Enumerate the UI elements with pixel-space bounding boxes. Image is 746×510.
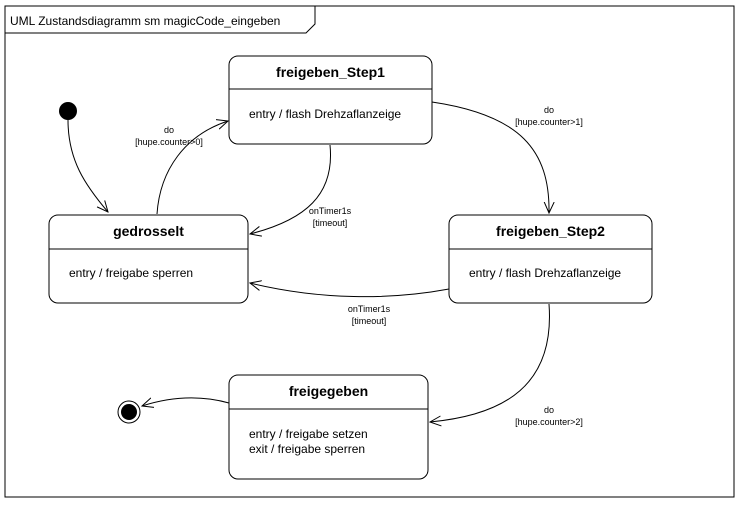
edge-label-guard: [hupe.counter>2] (515, 417, 583, 427)
edge-label-guard: [hupe.counter>0] (135, 137, 203, 147)
transition-step2-to-freigegeben: do [hupe.counter>2] (430, 303, 583, 427)
state-action: exit / freigabe sperren (249, 442, 365, 456)
final-state (117, 400, 141, 424)
state-freigeben-step1: freigeben_Step1 entry / flash Drehzaflan… (228, 55, 433, 145)
state-action: entry / flash Drehzaflanzeige (249, 107, 401, 121)
transition-step2-to-gedrosselt: onTimer1s [timeout] (250, 283, 450, 326)
state-name: freigeben_Step1 (276, 64, 385, 80)
state-name: freigegeben (289, 383, 368, 399)
transition-gedrosselt-to-step1: do [hupe.counter>0] (135, 121, 228, 215)
state-name: gedrosselt (113, 223, 184, 239)
state-gedrosselt: gedrosselt entry / freigabe sperren (48, 214, 249, 304)
edge-label-guard: [hupe.counter>1] (515, 117, 583, 127)
diagram-frame: UML Zustandsdiagramm sm magicCode_eingeb… (4, 5, 735, 498)
edge-label-event: onTimer1s (309, 206, 352, 216)
transition-step1-to-step2: do [hupe.counter>1] (431, 101, 583, 213)
initial-state (59, 102, 77, 120)
state-name: freigeben_Step2 (496, 223, 605, 239)
transition-step1-to-gedrosselt: onTimer1s [timeout] (250, 144, 352, 234)
edge-label-event: onTimer1s (348, 304, 391, 314)
edge-label-guard: [timeout] (352, 316, 387, 326)
edge-label-event: do (544, 105, 554, 115)
transition-initial-to-gedrosselt (67, 119, 108, 212)
edge-label-guard: [timeout] (313, 218, 348, 228)
frame-title: UML Zustandsdiagramm sm magicCode_eingeb… (10, 14, 280, 28)
edge-label-event: do (544, 405, 554, 415)
state-action: entry / freigabe setzen (249, 427, 368, 441)
state-action: entry / flash Drehzaflanzeige (469, 266, 621, 280)
state-freigeben-step2: freigeben_Step2 entry / flash Drehzaflan… (448, 214, 653, 304)
state-action: entry / freigabe sperren (69, 266, 193, 280)
edge-label-event: do (164, 125, 174, 135)
transition-freigegeben-to-final (142, 398, 230, 406)
state-freigegeben: freigegeben entry / freigabe setzen exit… (228, 374, 429, 480)
